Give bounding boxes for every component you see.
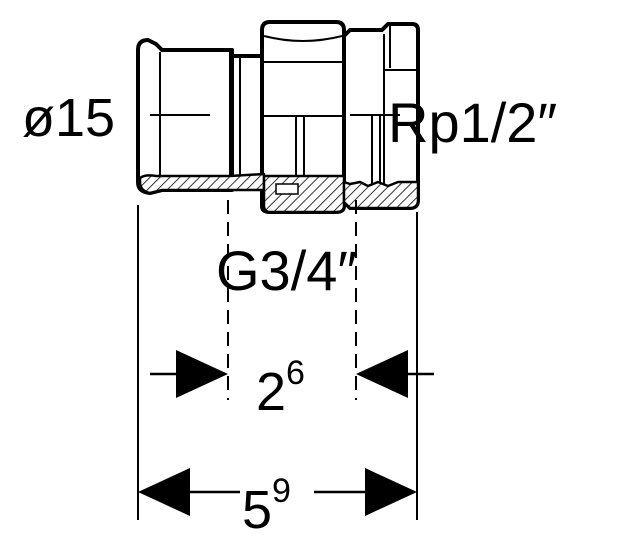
dim-inner-right-arrow [356, 350, 408, 398]
dim-total-label: 59 [242, 472, 291, 540]
dim-inner-base: 2 [256, 362, 286, 422]
inner-thread-label: Rp1/2″ [388, 91, 557, 154]
pipe-diameter-label: ø15 [22, 88, 115, 148]
dim-total-exponent: 9 [272, 472, 291, 510]
dim-inner-label: 26 [256, 354, 305, 422]
neck-outline [230, 54, 266, 184]
seal-ring [275, 183, 299, 195]
sleeve-wall-section [138, 172, 266, 195]
extension-lines [137, 114, 418, 520]
dim-total-base: 5 [242, 480, 272, 540]
union-thread-label: G3/4″ [216, 239, 357, 302]
dim-inner-left-arrow [176, 350, 228, 398]
neck-section [230, 54, 266, 184]
press-sleeve [136, 38, 234, 195]
press-sleeve-outline [136, 38, 234, 195]
dim-total-left-arrow [138, 468, 190, 516]
dimension-total [138, 468, 417, 516]
dimension-inner [150, 350, 434, 398]
nut-chamfer-top [263, 35, 343, 42]
section-hatching [138, 172, 420, 214]
dim-inner-exponent: 6 [286, 354, 305, 392]
female-end-section [342, 180, 420, 210]
dim-total-right-arrow [365, 468, 417, 516]
